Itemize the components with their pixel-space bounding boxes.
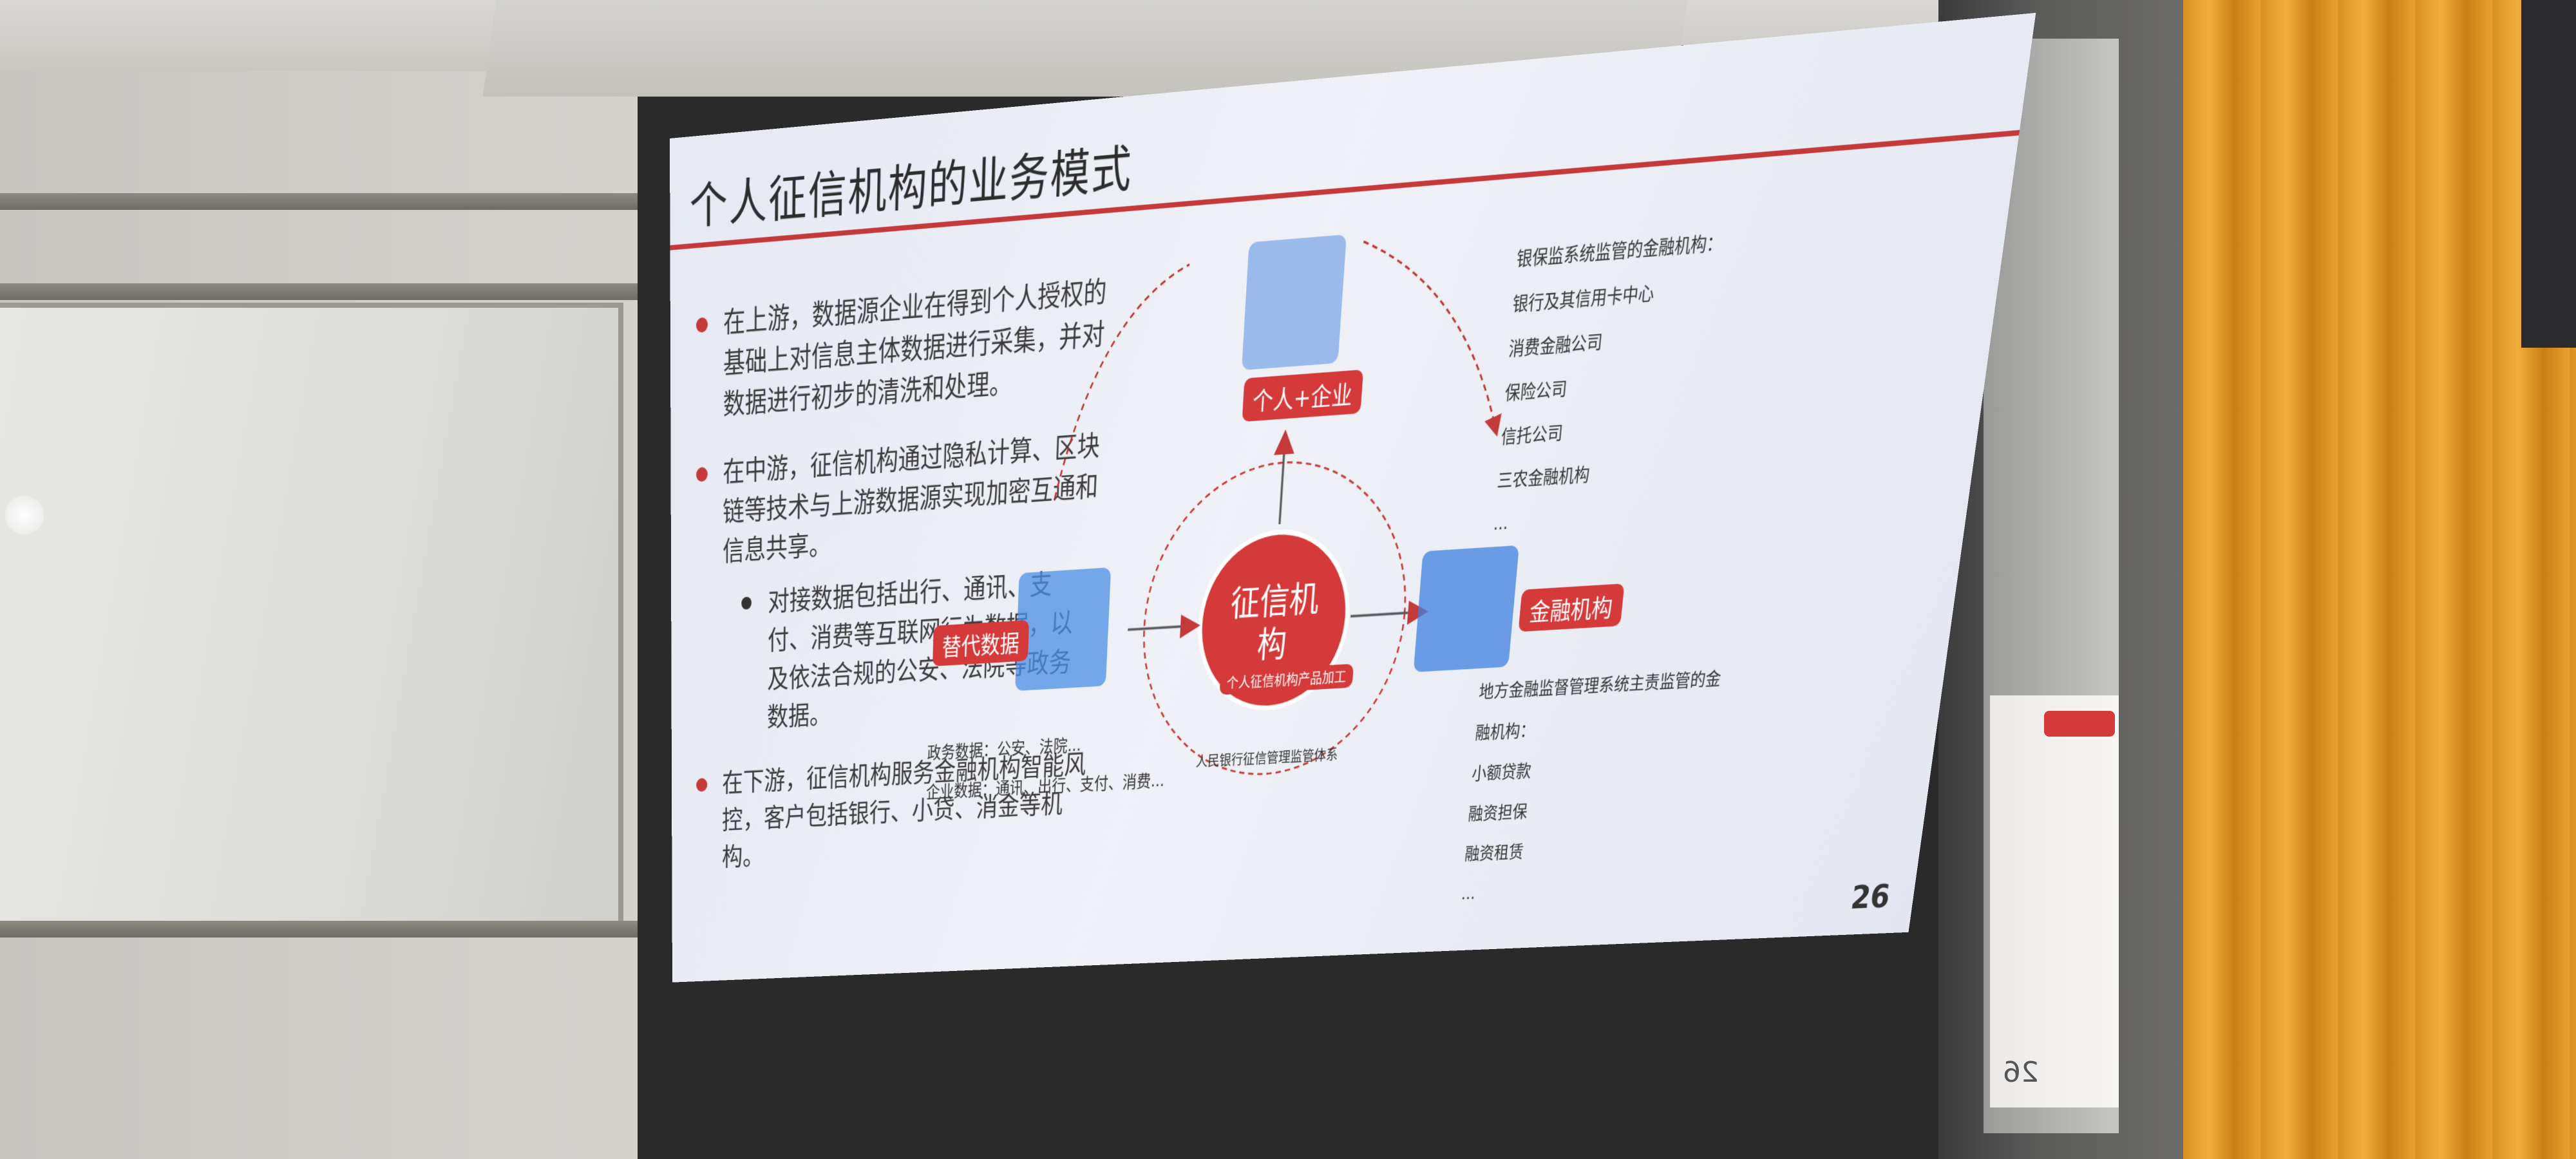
monitor-page-number: 26: [2003, 1056, 2039, 1089]
whiteboard: [0, 303, 623, 931]
label-alternative-data: 替代数据: [933, 620, 1029, 666]
right-bottom-0: 地方金融监督管理系统主责监管的金融机构：: [1473, 658, 1728, 754]
people-enterprise-illustration: [1242, 234, 1347, 370]
upper-rail: [0, 193, 638, 210]
right-top-list: 银保监系统监管的金融机构： 银行及其信用卡中心 消费金融公司 保险公司 信托公司…: [1492, 221, 1725, 546]
whiteboard-tray: [0, 921, 638, 938]
arrow-up: [1280, 442, 1285, 524]
business-model-diagram: [670, 13, 2036, 983]
orange-curtain: [2183, 0, 2576, 1159]
arc-top-left: [1055, 265, 1189, 499]
circle-caption: 人民银行征信管理监管体系: [1195, 735, 1339, 783]
left-notes: 政务数据：公安、法院... 企业数据：通讯、出行、支付、消费...: [925, 721, 1168, 813]
side-monitor: 26: [1990, 695, 2119, 1107]
right-bottom-list: 地方金融监督管理系统主责监管的金融机构： 小额贷款 融资担保 融资租赁 ...: [1460, 658, 1729, 914]
slide-page-number: 26: [1849, 879, 1892, 916]
wall-speaker: [2521, 0, 2576, 348]
alternative-data-illustration: [1015, 567, 1111, 691]
center-label: 征信机构: [1214, 578, 1333, 670]
arc-top-right: [1350, 229, 1512, 437]
label-financial-institutions: 金融机构: [1519, 583, 1625, 632]
arrow-right-out: [1350, 612, 1418, 616]
financial-institution-illustration: [1414, 545, 1519, 672]
whiteboard-top-rail: [0, 283, 638, 300]
presentation-slide: 个人征信机构的业务模式 在上游，数据源企业在得到个人授权的基础上对信息主体数据进…: [670, 13, 2036, 983]
monitor-red-bar: [2044, 711, 2115, 737]
label-individual-enterprise: 个人+企业: [1242, 370, 1364, 422]
light-glare: [5, 496, 44, 534]
arrow-left-in: [1128, 626, 1190, 630]
